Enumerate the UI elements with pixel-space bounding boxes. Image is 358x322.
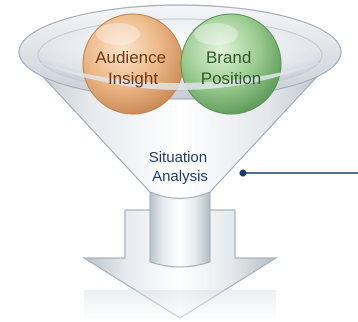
pointer-dot [239,169,247,177]
audience-insight-label: Audience Insight [95,48,171,88]
funnel-rim-lip [38,62,322,90]
situation-analysis-line1: Situation [149,149,207,166]
brand-position-highlight [194,23,238,45]
audience-insight-highlight [96,23,140,45]
brand-position-line2: Position [201,69,261,88]
funnel-spout [149,184,211,268]
down-arrow-fade [84,290,276,322]
audience-insight-line2: Insight [108,69,158,88]
brand-position-label: Brand Position [201,48,261,88]
situation-analysis-line2: Analysis [152,168,208,185]
audience-insight-line1: Audience [95,48,166,67]
situation-analysis-label: Situation Analysis [149,149,212,185]
brand-position-line1: Brand [206,48,251,67]
